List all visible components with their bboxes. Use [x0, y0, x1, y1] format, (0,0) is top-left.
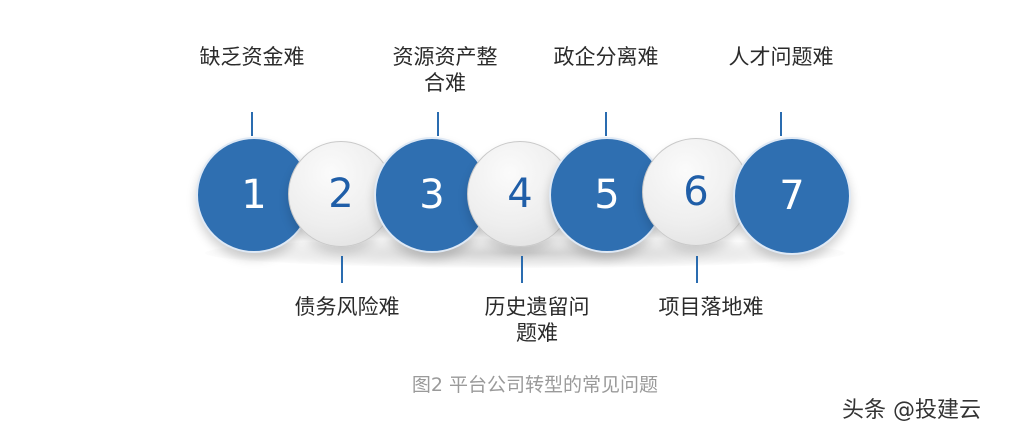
- step-number: 6: [683, 169, 709, 215]
- label-item-4: 历史遗留问 题难: [485, 294, 590, 346]
- connector-line-6: [696, 256, 698, 283]
- step-number: 3: [419, 172, 445, 218]
- watermark: 头条 @投建云: [842, 398, 981, 423]
- label-text: 政企分离难: [553, 45, 659, 69]
- step-number: 5: [594, 172, 620, 218]
- label-item-3: 资源资产整 合难: [393, 44, 498, 96]
- connector-line-7: [780, 112, 782, 136]
- step-circle-7: 7: [733, 137, 851, 255]
- label-item-2: 债务风险难: [295, 294, 400, 320]
- step-number: 2: [328, 171, 354, 217]
- connector-line-2: [341, 256, 343, 283]
- label-text: 历史遗留问: [484, 295, 590, 319]
- label-item-7: 人才问题难: [729, 44, 834, 70]
- label-text: 人才问题难: [728, 45, 834, 69]
- label-item-5: 政企分离难: [554, 44, 659, 70]
- label-text: 题难: [516, 321, 558, 345]
- label-text: 债务风险难: [294, 295, 400, 319]
- step-circle-6: 6: [642, 138, 750, 246]
- label-item-6: 项目落地难: [659, 294, 764, 320]
- step-number: 1: [241, 172, 267, 218]
- label-text: 合难: [424, 71, 466, 95]
- label-item-1: 缺乏资金难: [200, 44, 305, 70]
- label-text: 项目落地难: [658, 295, 764, 319]
- step-number: 7: [779, 173, 805, 219]
- label-text: 资源资产整: [392, 45, 498, 69]
- connector-line-3: [437, 112, 439, 136]
- connector-line-4: [521, 256, 523, 283]
- figure-caption: 图2 平台公司转型的常见问题: [411, 374, 659, 396]
- connector-line-1: [251, 112, 253, 136]
- label-text: 缺乏资金难: [199, 45, 305, 69]
- connector-line-5: [605, 112, 607, 136]
- step-number: 4: [507, 171, 533, 217]
